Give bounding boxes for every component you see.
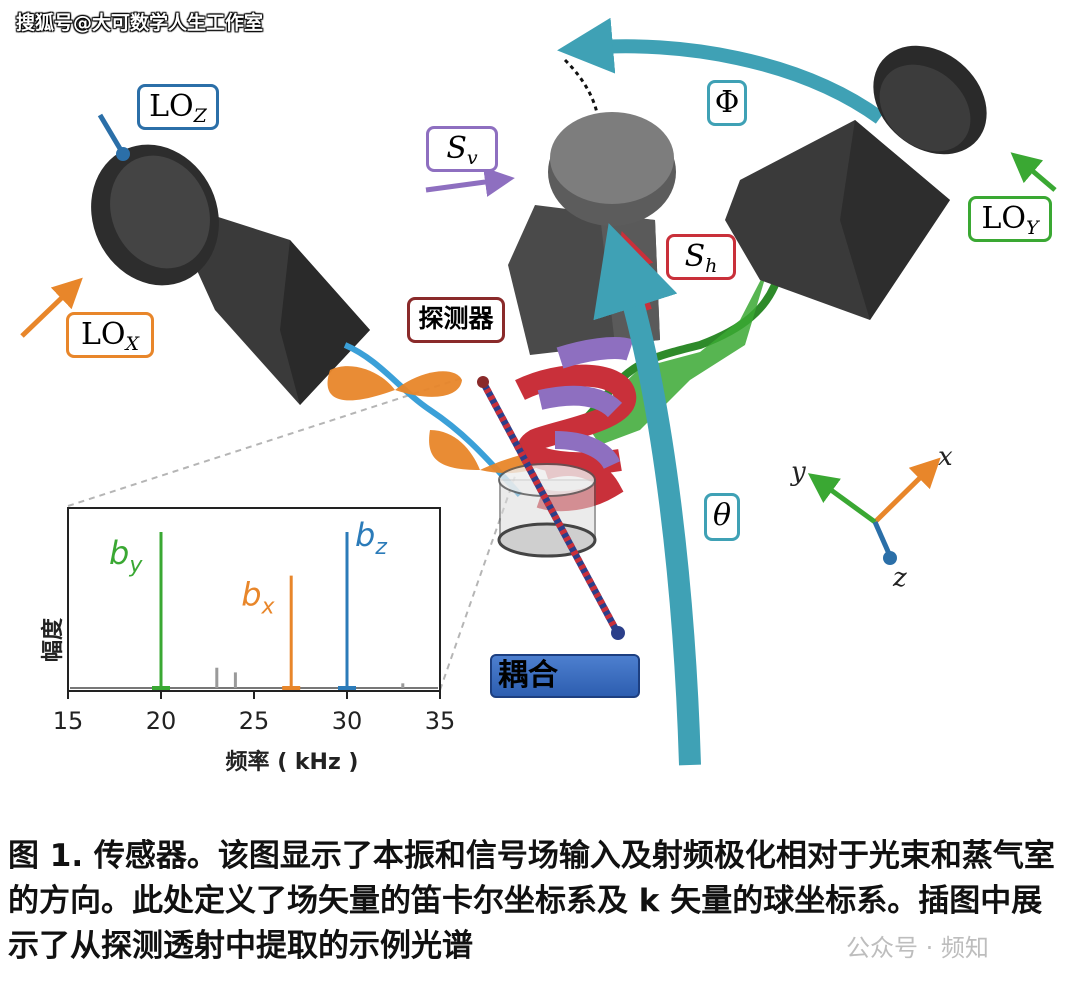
source-watermark: 搜狐号@大可数学人生工作室 <box>16 8 263 35</box>
lo-y-arrow <box>1022 162 1055 190</box>
lo-x-arrow <box>22 288 72 336</box>
label-s-h-main: S <box>685 239 706 274</box>
label-lo-z-main: LO <box>149 89 194 124</box>
inset-ylabel: 幅度 <box>40 617 66 662</box>
label-theta-text: θ <box>713 498 731 533</box>
x-tick-label: 20 <box>146 707 177 735</box>
label-lo-x: LOX <box>66 312 154 358</box>
axis-y-label: y <box>790 457 806 487</box>
vapor-cell <box>499 464 595 556</box>
label-lo-z-sub: Z <box>194 105 207 127</box>
lo-z-pin <box>100 115 122 152</box>
phi-dotted-guide <box>565 60 598 118</box>
label-lo-y-sub: Y <box>1026 217 1039 239</box>
horn-s-v <box>508 112 676 355</box>
label-s-h-sub: h <box>705 255 717 277</box>
label-lo-y-main: LO <box>981 201 1026 236</box>
label-phi-text: Φ <box>715 85 740 120</box>
label-coupling: 耦合 <box>490 654 640 698</box>
label-s-v-sub: v <box>467 147 478 169</box>
label-theta: θ <box>704 493 740 541</box>
horn-lo-z <box>68 124 370 405</box>
lo-z-beam <box>345 345 520 495</box>
label-lo-z: LOZ <box>137 84 219 130</box>
axis-x-label: x <box>938 442 953 472</box>
label-lo-x-main: LO <box>81 317 126 352</box>
axis-z-label: z <box>892 563 907 593</box>
inset-xlabel: 频率 ( kHz ) <box>226 749 359 775</box>
s-v-arrow <box>426 180 500 190</box>
x-tick-label: 15 <box>53 707 84 735</box>
label-detector: 探测器 <box>407 297 505 343</box>
footer-watermark: 公众号 · 频知 <box>846 928 989 963</box>
label-phi: Φ <box>707 80 747 126</box>
x-tick-label: 25 <box>239 707 270 735</box>
label-s-v-main: S <box>446 131 467 166</box>
label-lo-x-sub: X <box>126 333 140 355</box>
label-lo-y: LOY <box>968 196 1052 242</box>
label-s-v: Sv <box>426 126 498 172</box>
lo-z-pin-head <box>116 147 130 161</box>
x-tick-label: 35 <box>425 707 456 735</box>
x-tick-label: 30 <box>332 707 363 735</box>
label-s-h: Sh <box>666 234 736 280</box>
coordinate-axes <box>820 468 930 565</box>
